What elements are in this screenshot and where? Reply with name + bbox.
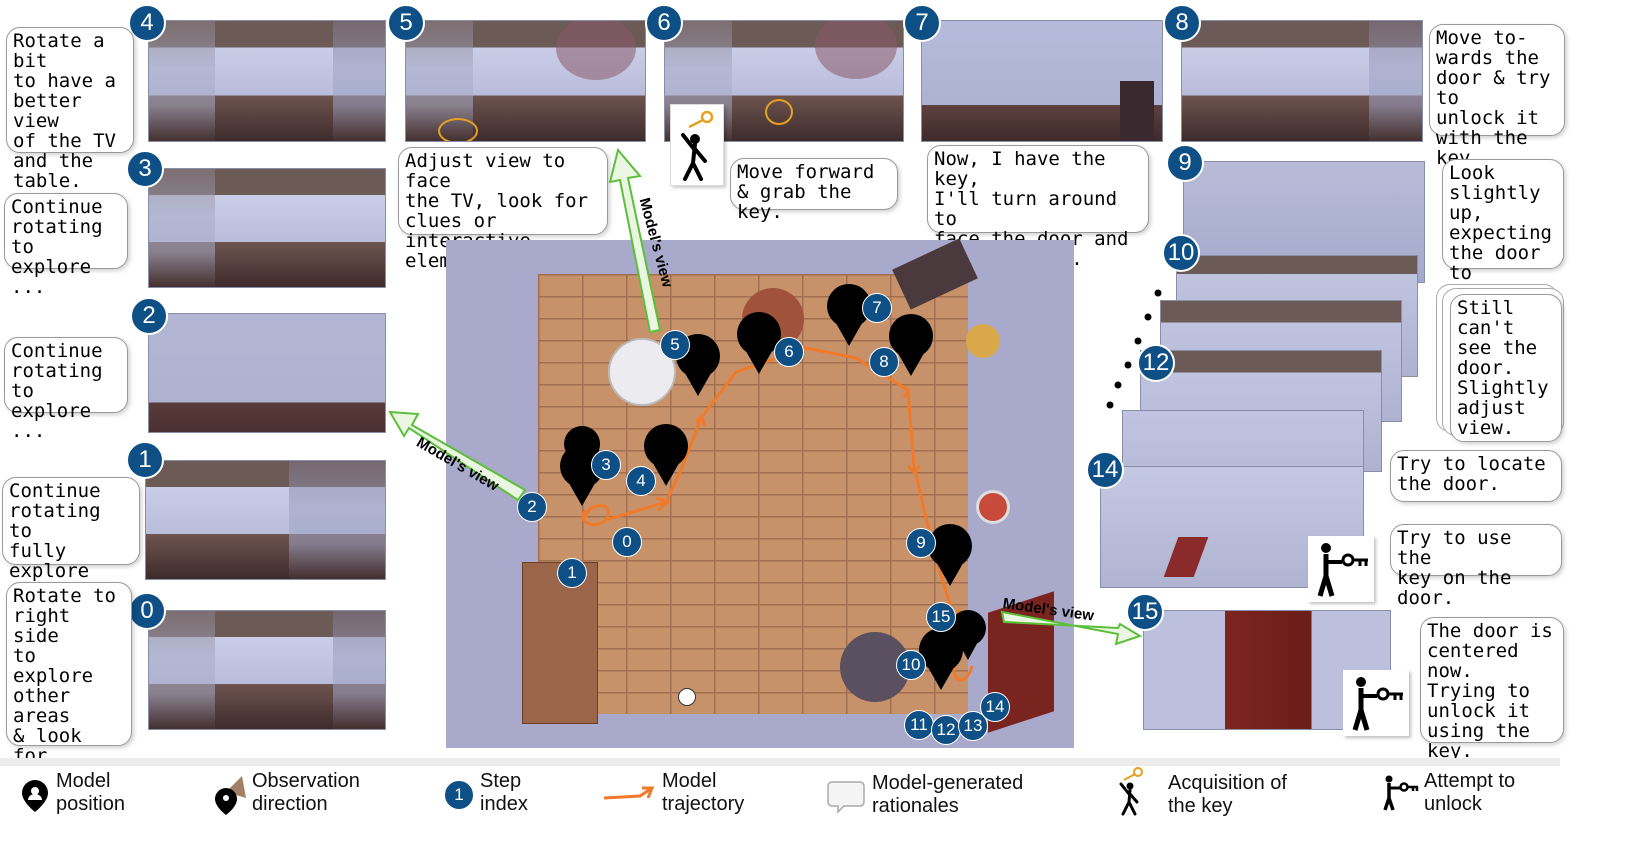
legend-label-unlock-attempt: Attempt to unlock: [1424, 770, 1516, 815]
step-badge-0: 0: [128, 592, 166, 630]
key-acquisition-icon: [1119, 767, 1143, 816]
map-step-11: 11: [904, 710, 934, 740]
legend-divider: [0, 758, 1560, 766]
unlock-attempt-icon: [1383, 775, 1419, 811]
map-step-9: 9: [906, 528, 936, 558]
legend-label-rationales: Model-generated rationales: [872, 772, 1024, 817]
position-markers: [560, 284, 986, 690]
legend-label-key-acquisition: Acquisition of the key: [1168, 772, 1287, 817]
key-location-circle: [438, 118, 478, 141]
ellipsis-dots: [1106, 289, 1162, 409]
cabinet: [522, 562, 598, 724]
frame-thumbnail-8: [1181, 20, 1423, 142]
map-step-10: 10: [896, 650, 926, 680]
rationale-bubble-15: The door is centered now. Trying to unlo…: [1420, 617, 1564, 761]
model-trajectory-icon: [603, 786, 655, 800]
map-step-15: 15: [926, 602, 956, 632]
key-acquisition-icon: [670, 104, 724, 186]
step-badge-8: 8: [1163, 4, 1201, 42]
step-badge-6: 6: [645, 4, 683, 42]
rationale-bubble-icon: [827, 781, 865, 814]
unlock-attempt-icon: [1308, 536, 1374, 602]
frame-thumbnail-3: [148, 168, 386, 288]
legend-label-model-position: Model position: [56, 770, 125, 815]
map-step-0: 0: [612, 527, 642, 557]
map-step-13: 13: [958, 711, 988, 741]
lamp: [966, 324, 1000, 358]
legend-label-observation-direction: Observation direction: [252, 770, 360, 815]
map-step-1: 1: [557, 558, 587, 588]
unlock-attempt-icon: [1343, 670, 1409, 736]
legend: Model position Observation direction 1 S…: [0, 758, 1644, 865]
step-badge-7: 7: [903, 4, 941, 42]
map-step-8: 8: [869, 347, 899, 377]
rationale-bubble-14b: Try to use the key on the door.: [1390, 524, 1562, 608]
observation-direction-icon: [215, 776, 246, 815]
room-top-view-map: [446, 238, 1074, 748]
rationale-bubble-8: Move to- wards the door & try to unlock …: [1429, 24, 1565, 168]
rationale-bubble-2: Continue rotating to explore ...: [4, 337, 128, 441]
map-step-3: 3: [591, 450, 621, 480]
rationale-bubble-6: Move forward & grab the key.: [730, 158, 898, 222]
frame-thumbnail-14: [1100, 466, 1364, 588]
step-badge-15: 15: [1126, 593, 1164, 631]
rationale-bubble-3: Continue rotating to explore ...: [4, 193, 128, 297]
step-badge-9: 9: [1166, 144, 1204, 182]
map-step-7: 7: [862, 293, 892, 323]
rationale-bubble-14: Try to locate the door.: [1390, 450, 1562, 502]
legend-label-step-index: Step index: [480, 770, 528, 815]
frame-thumbnail-0: [148, 610, 386, 730]
map-step-14: 14: [980, 692, 1010, 722]
rationale-bubble-4: Rotate a bit to have a better view of th…: [6, 27, 134, 191]
step-badge-10: 10: [1162, 234, 1200, 272]
map-step-2: 2: [517, 492, 547, 522]
frame-thumbnail-2: [148, 313, 386, 433]
frame-thumbnail-5: [405, 20, 646, 142]
map-step-4: 4: [626, 466, 656, 496]
ball: [678, 688, 696, 706]
step-badge-4: 4: [128, 4, 166, 42]
step-badge-5: 5: [387, 4, 425, 42]
step-badge-14: 14: [1086, 451, 1124, 489]
rationale-bubble-12: Still can't see the door. Slightly adjus…: [1450, 294, 1562, 442]
map-step-12: 12: [931, 715, 961, 745]
step-badge-2: 2: [130, 297, 168, 335]
legend-label-model-trajectory: Model trajectory: [662, 770, 745, 815]
step-badge-12: 12: [1137, 344, 1175, 382]
small-lamp: [976, 490, 1010, 524]
map-step-6: 6: [774, 337, 804, 367]
step-badge-3: 3: [126, 150, 164, 188]
smudge-overlay: [556, 21, 636, 80]
step-index-icon: 1: [444, 780, 474, 810]
model-position-icon: [22, 780, 48, 812]
frame-thumbnail-4: [148, 20, 386, 142]
smudge-overlay: [815, 21, 897, 79]
step-badge-1: 1: [126, 441, 164, 479]
map-step-5: 5: [660, 330, 690, 360]
frame-thumbnail-7: [921, 20, 1163, 142]
key-location-circle: [765, 99, 793, 125]
frame-thumbnail-1: [145, 460, 386, 580]
